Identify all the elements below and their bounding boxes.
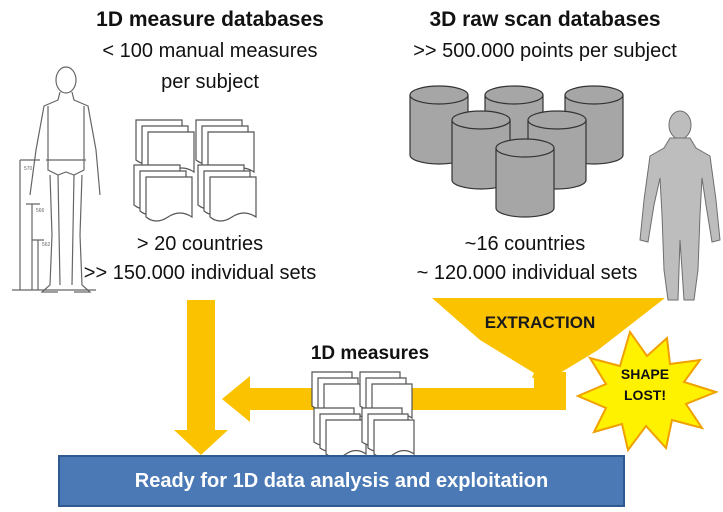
left-down-arrow: [174, 300, 228, 455]
extraction-label: EXTRACTION: [484, 313, 596, 332]
database-cylinder-icon: [409, 85, 624, 218]
3d-body-scan-icon: [639, 110, 721, 301]
left-title: 1D measure databases: [96, 8, 324, 31]
document-stack-icon: [311, 371, 415, 459]
left-countries: > 20 countries: [136, 233, 264, 255]
left-sets: >> 150.000 individual sets: [83, 262, 317, 284]
figure-dimension-label: 562: [42, 242, 51, 248]
right-title: 3D raw scan databases: [429, 8, 661, 31]
result-box: Ready for 1D data analysis and exploitat…: [58, 455, 625, 507]
document-stack-icon: [133, 119, 257, 222]
shape-lost-label: SHAPE LOST!: [610, 364, 680, 406]
figure-dimension-label: 570: [24, 166, 33, 172]
left-subtitle-line2: per subject: [161, 71, 259, 93]
human-figure-drawing-icon: [12, 66, 101, 293]
right-subtitle-line1: >> 500.000 points per subject: [413, 40, 677, 62]
right-countries: ~16 countries: [464, 233, 586, 255]
result-label: Ready for 1D data analysis and exploitat…: [134, 469, 549, 492]
middle-label: 1D measures: [310, 343, 430, 364]
shape-lost-line1: SHAPE: [620, 366, 670, 382]
left-subtitle-line1: < 100 manual measures: [102, 40, 318, 62]
shape-lost-line2: LOST!: [624, 387, 666, 403]
figure-dimension-label: 566: [36, 208, 45, 214]
shape-lost-burst: [575, 329, 719, 453]
right-sets: ~ 120.000 individual sets: [416, 262, 638, 284]
